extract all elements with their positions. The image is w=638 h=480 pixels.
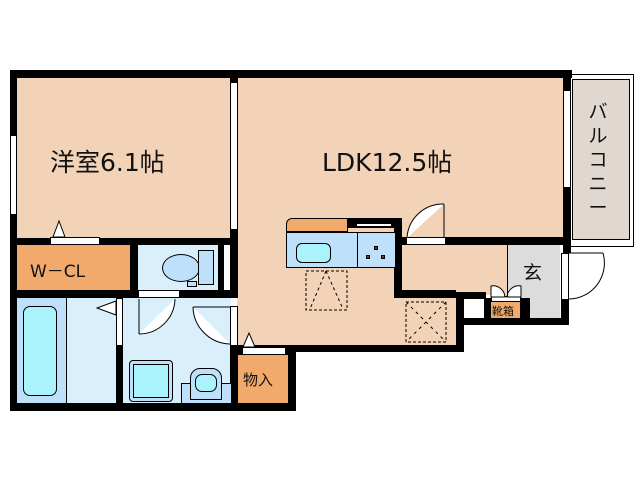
shoe-box-label: 靴箱 — [492, 305, 514, 318]
wall-right-upper — [563, 70, 571, 90]
wall-bath-wash — [116, 345, 123, 405]
wall-ldk-bottom — [288, 345, 464, 352]
closet-door[interactable] — [50, 237, 100, 245]
range-hood-line — [357, 224, 391, 226]
wall-divider-bottom — [230, 230, 238, 245]
toilet-bowl-icon — [162, 254, 200, 282]
storage-door-arrow-icon — [242, 331, 256, 348]
washing-machine-drum — [133, 364, 169, 398]
entrance-door-swing — [568, 252, 605, 300]
appliance-space-icon — [305, 270, 348, 311]
wall-wash-right-lower — [230, 345, 238, 405]
toilet-door-swing — [138, 298, 176, 335]
wall-right-lower — [561, 300, 569, 325]
bath-wash-floor — [67, 298, 116, 403]
stove-burner-icon — [374, 246, 378, 250]
ldk-floor — [237, 78, 567, 238]
wall-shoebox-left — [484, 298, 491, 320]
closet-door-arrow-icon — [52, 219, 66, 238]
entrance-step-line — [507, 245, 508, 297]
western-room-label: 洋室6.1帖 — [50, 148, 165, 177]
window-ldk-balcony — [563, 90, 571, 188]
window-divider — [230, 82, 238, 230]
wall-western-bottom — [10, 238, 238, 245]
ldk-hall-door[interactable] — [406, 237, 446, 245]
bath-divider-line — [66, 298, 67, 403]
wall-wcl-toilet — [130, 238, 138, 298]
wall-right-mid — [563, 188, 571, 253]
wall-wcl-bottom — [10, 290, 230, 298]
shoe-box-door-swing — [490, 285, 522, 298]
shoe-box-door[interactable] — [491, 296, 521, 302]
wall-fridge-top — [456, 292, 486, 299]
wall-left-lower — [10, 215, 17, 411]
toilet-tank-icon — [198, 250, 214, 285]
wall-kitchen-stub — [394, 218, 402, 298]
stove-burner-icon — [381, 255, 385, 259]
wall-shoebox-right — [520, 298, 530, 320]
western-room-floor — [17, 78, 231, 238]
stove-burner-icon — [366, 255, 370, 259]
bath-door[interactable] — [116, 298, 123, 346]
wall-storage-right — [288, 345, 296, 411]
wall-top — [10, 70, 572, 78]
bath-door-arrow-icon — [95, 300, 117, 316]
ldk-floor-fridge-bay — [401, 295, 456, 345]
kitchen-sink-icon — [296, 243, 331, 263]
wall-kitchen-step — [394, 290, 456, 298]
washroom-door[interactable] — [230, 306, 238, 346]
wall-entry-bottom-line — [456, 318, 568, 325]
fridge-space-icon — [405, 301, 447, 343]
storage-floor — [238, 355, 288, 403]
toilet-paper-icon — [187, 281, 197, 287]
closet-floor — [17, 245, 130, 290]
ldk-label: LDK12.5帖 — [322, 148, 453, 177]
storage-label: 物入 — [243, 371, 274, 389]
wall-divider-top — [230, 70, 238, 82]
walk-in-closet-label: W－CL — [30, 262, 86, 282]
wall-wash-right — [230, 238, 238, 298]
ldk-hall-door-swing — [406, 203, 445, 239]
balcony-label: バルコニー — [588, 101, 608, 219]
wall-toilet-right — [218, 238, 224, 298]
kitchen-stove-divider — [357, 232, 358, 268]
kitchen-counter-top — [286, 218, 348, 232]
wall-bottom-left — [10, 403, 296, 411]
entrance-door[interactable] — [561, 253, 569, 300]
wash-basin-bowl-icon — [195, 374, 217, 392]
wall-kitchen-partition — [346, 218, 400, 228]
wall-left-upper — [10, 70, 17, 135]
entrance-label: 玄 — [523, 262, 543, 284]
ldk-floor-kitchen-alcove — [401, 245, 508, 295]
washroom-door-swing — [192, 306, 231, 345]
wall-ldk-entry — [446, 237, 571, 245]
bathtub-icon — [23, 306, 57, 396]
storage-door[interactable] — [242, 347, 286, 355]
toilet-door[interactable] — [138, 290, 180, 298]
shoe-box-floor — [491, 302, 520, 318]
balcony-floor — [572, 79, 630, 240]
window-western-left — [10, 135, 17, 215]
